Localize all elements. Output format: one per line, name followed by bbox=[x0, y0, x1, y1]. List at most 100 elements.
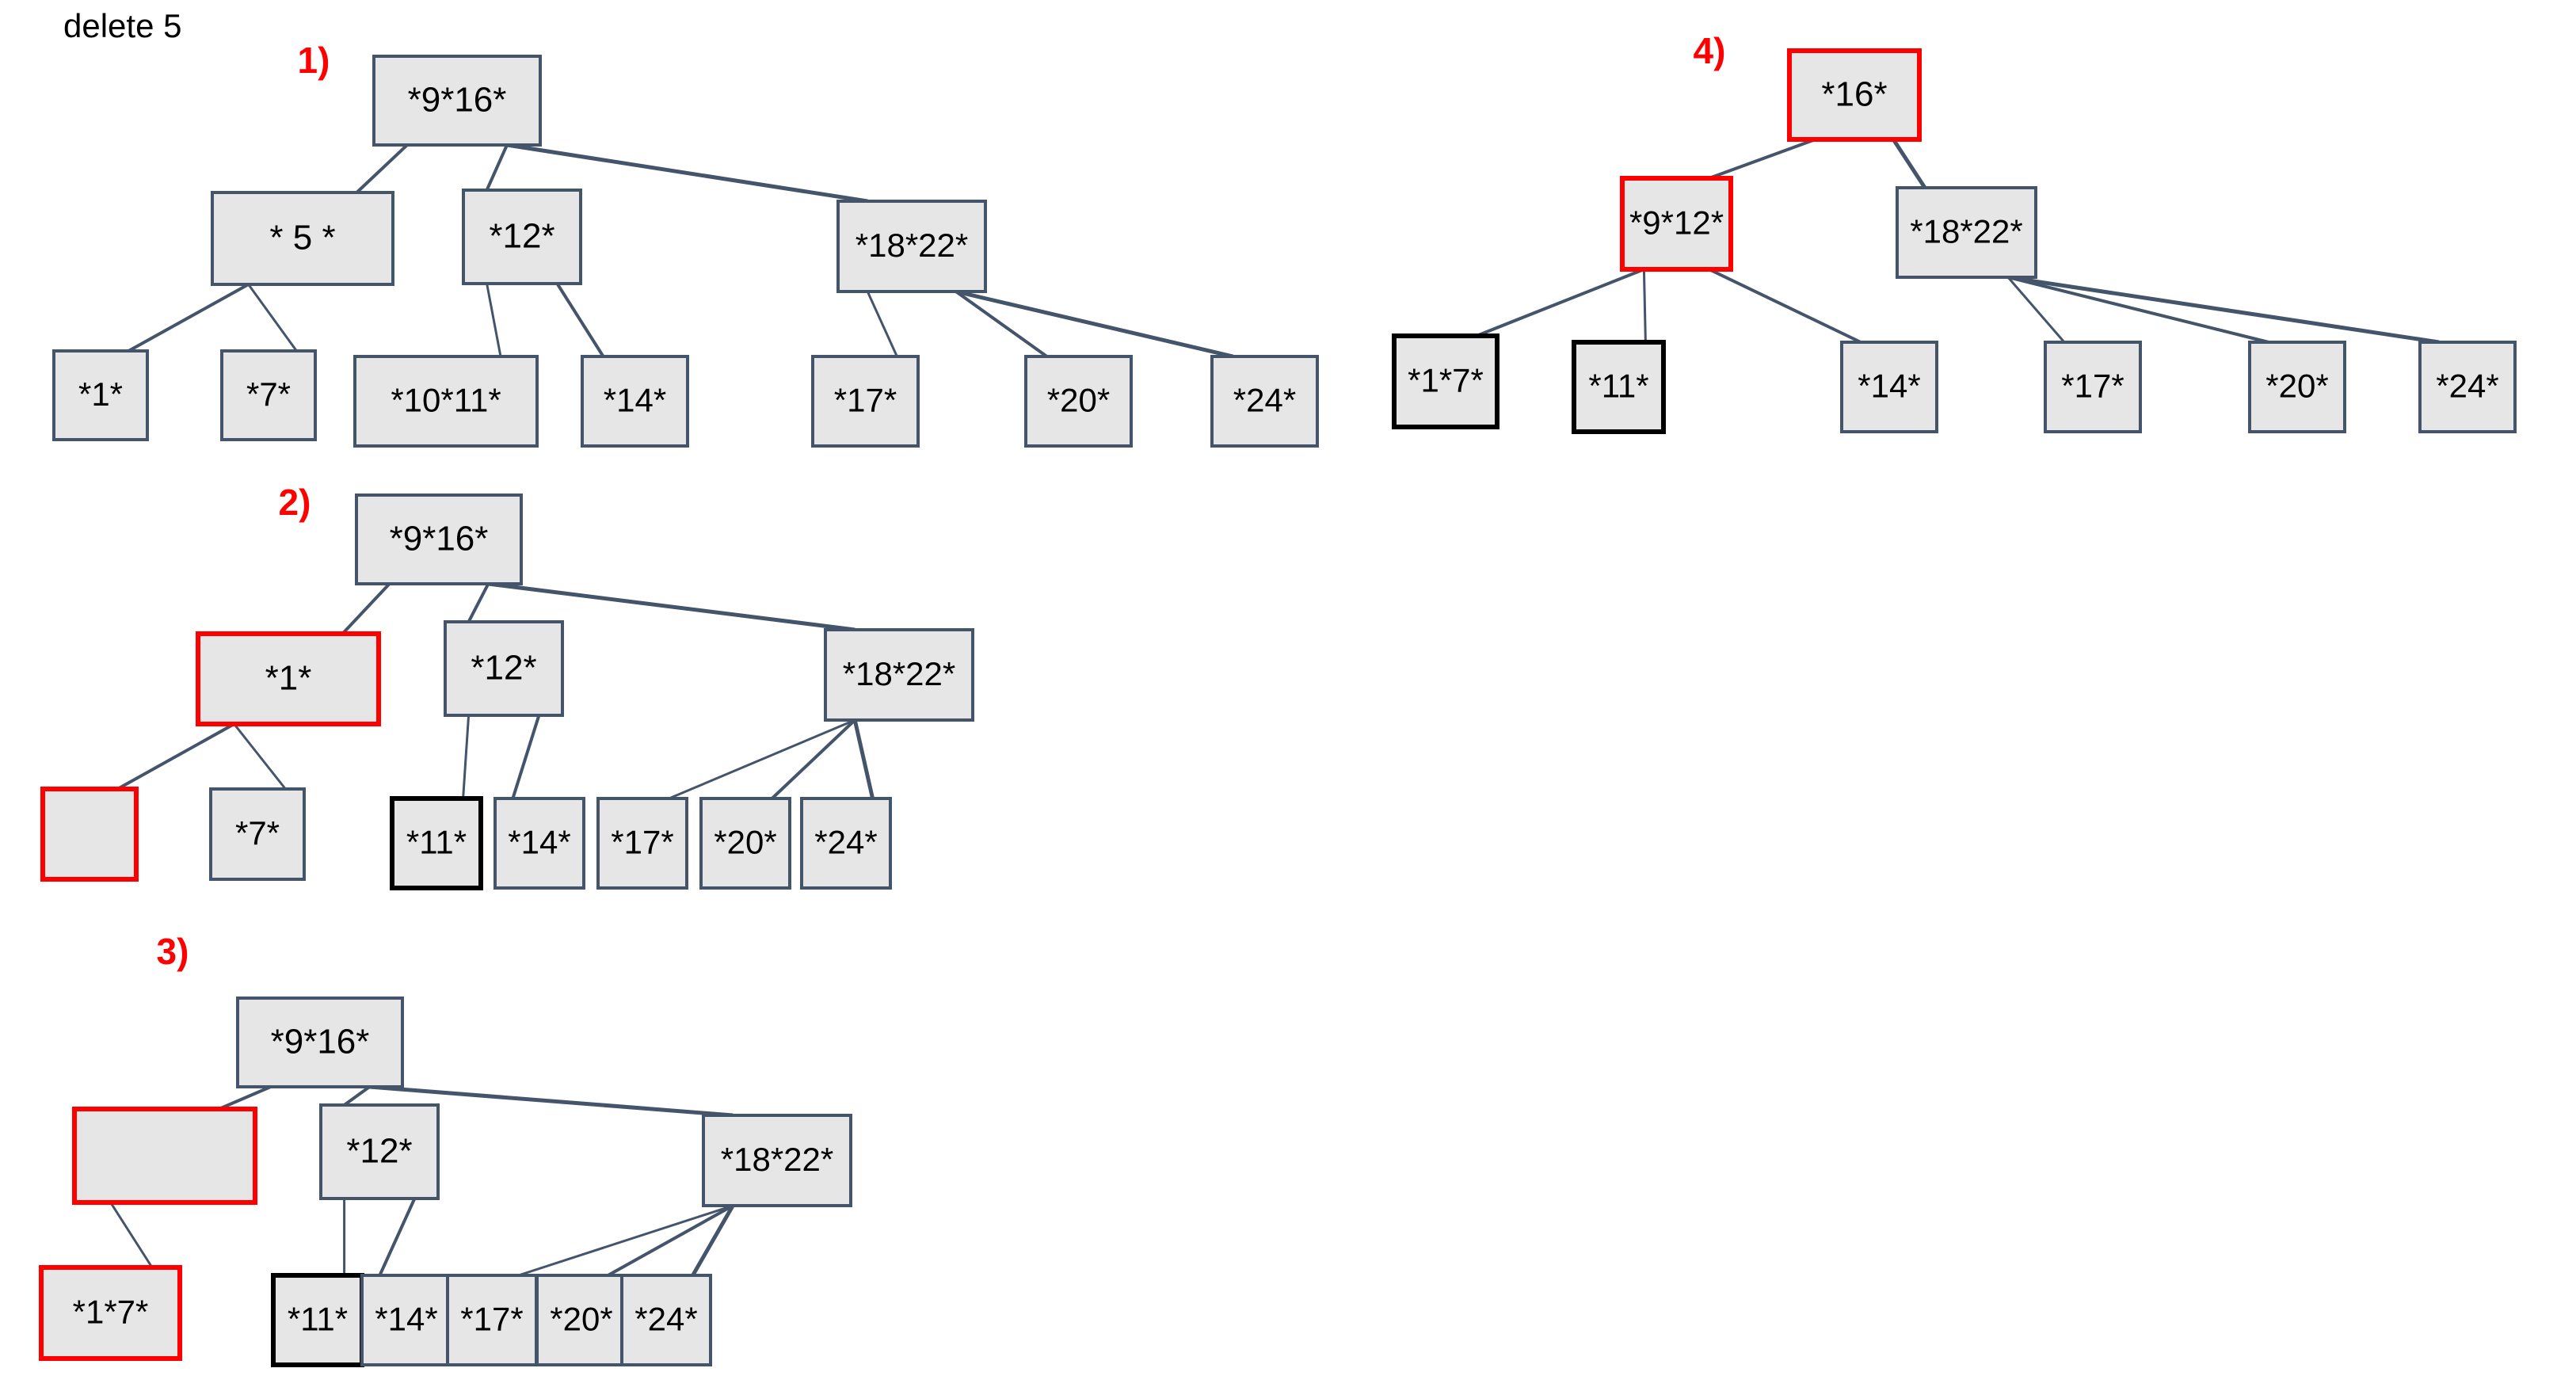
tree-edge bbox=[955, 290, 1048, 358]
node-box bbox=[236, 997, 404, 1088]
node-box bbox=[836, 200, 987, 293]
btree-node-child-12: *12* bbox=[462, 189, 582, 285]
node-box bbox=[444, 620, 564, 717]
node-box bbox=[52, 349, 149, 441]
btree-node-leaf-20: *20* bbox=[535, 1274, 627, 1366]
tree-edge bbox=[1642, 269, 1647, 343]
tree-edge bbox=[771, 718, 856, 800]
btree-node-child-18-22: *18*22* bbox=[702, 1114, 852, 1207]
tree-edge bbox=[511, 715, 541, 799]
btree-node-child-5: * 5 * bbox=[211, 191, 394, 286]
node-label: *11* bbox=[1588, 368, 1648, 405]
step-label-step-3: 3) bbox=[157, 931, 189, 972]
node-label: *1*7* bbox=[1408, 362, 1484, 399]
node-box bbox=[1392, 333, 1499, 429]
tree-edge bbox=[691, 1204, 735, 1277]
btree-node-leaf-24: *24* bbox=[2418, 341, 2517, 433]
btree-node-leaf-24: *24* bbox=[1210, 355, 1319, 448]
btree-node-leaf-11: *11* bbox=[390, 796, 483, 890]
node-label: *11* bbox=[288, 1301, 348, 1338]
btree-node-leaf-empty bbox=[40, 787, 139, 882]
tree-edge bbox=[1892, 138, 1927, 189]
btree-node-leaf-10-11: *10*11* bbox=[353, 355, 539, 448]
node-label: *14* bbox=[1858, 368, 1920, 405]
btree-node-leaf-20: *20* bbox=[699, 797, 791, 890]
node-label: *17* bbox=[460, 1301, 523, 1338]
node-box bbox=[1620, 176, 1733, 272]
tree-edge bbox=[669, 718, 855, 800]
btree-node-child-12: *12* bbox=[319, 1103, 440, 1200]
btree-node-child-18-22: *18*22* bbox=[836, 200, 987, 293]
tree-edge bbox=[488, 581, 855, 632]
node-box bbox=[39, 1265, 182, 1361]
nodes-layer: *9*16* * 5 * *12* *18*22* *1* *7* *10*11* *14* *… bbox=[39, 48, 2517, 1367]
node-box bbox=[800, 797, 892, 890]
tree-edge bbox=[518, 1204, 734, 1277]
edges-layer bbox=[109, 138, 2440, 1277]
node-label: *9*16* bbox=[408, 81, 507, 120]
node-label: *24* bbox=[1233, 382, 1296, 419]
tree-edge bbox=[955, 289, 1234, 359]
node-box bbox=[211, 191, 394, 286]
node-box bbox=[40, 787, 139, 882]
btree-node-child-1: *1* bbox=[196, 631, 381, 726]
btree-node-root: *9*16* bbox=[355, 494, 523, 585]
node-box bbox=[319, 1103, 440, 1200]
node-label: *17* bbox=[834, 382, 897, 419]
node-label: *12* bbox=[346, 1132, 412, 1171]
step-label-step-1: 1) bbox=[298, 40, 330, 81]
node-box bbox=[1572, 340, 1666, 434]
btree-node-child-9-12: *9*12* bbox=[1620, 176, 1733, 272]
tree-edge bbox=[109, 1202, 154, 1268]
node-box bbox=[2044, 341, 2142, 433]
node-label: *18*22* bbox=[1910, 213, 2022, 250]
node-box bbox=[353, 355, 539, 448]
tree-edge bbox=[485, 144, 509, 191]
node-label: *20* bbox=[714, 824, 776, 861]
node-box bbox=[1840, 341, 1938, 433]
tree-edge bbox=[1476, 268, 1645, 337]
tree-edge bbox=[486, 283, 502, 357]
tree-edge bbox=[2007, 275, 2440, 345]
node-label: *18*22* bbox=[843, 655, 955, 692]
node-box bbox=[535, 1274, 627, 1366]
tree-edge bbox=[506, 143, 868, 204]
tree-edge bbox=[218, 1085, 272, 1111]
btree-node-leaf-20: *20* bbox=[1024, 355, 1133, 448]
node-box bbox=[72, 1107, 257, 1205]
node-label: *1* bbox=[265, 659, 312, 698]
node-label: *24* bbox=[814, 824, 877, 861]
node-label: * 5 * bbox=[269, 219, 335, 257]
node-label: *12* bbox=[489, 217, 554, 256]
node-label: *10*11* bbox=[391, 382, 501, 419]
btree-node-leaf-14: *14* bbox=[581, 355, 689, 448]
node-label: *7* bbox=[246, 375, 291, 413]
tree-edge bbox=[1708, 268, 1862, 344]
tree-edge bbox=[467, 583, 490, 623]
tree-edge bbox=[2007, 276, 2269, 344]
node-box bbox=[462, 189, 582, 285]
tree-edge bbox=[343, 1085, 371, 1107]
btree-node-leaf-17: *17* bbox=[2044, 341, 2142, 433]
node-box bbox=[702, 1114, 852, 1207]
node-label: *24* bbox=[634, 1301, 697, 1338]
node-label: *14* bbox=[604, 382, 666, 419]
node-box bbox=[220, 349, 317, 441]
btree-node-leaf-1: *1* bbox=[52, 349, 149, 441]
node-box bbox=[824, 628, 974, 722]
node-box bbox=[1896, 186, 2037, 279]
tree-edge bbox=[233, 723, 287, 790]
node-label: *17* bbox=[611, 824, 673, 861]
tree-edge bbox=[852, 719, 875, 799]
step-label-step-2: 2) bbox=[279, 482, 311, 523]
btree-node-root: *9*16* bbox=[372, 55, 542, 147]
node-label: *16* bbox=[1821, 75, 1887, 114]
node-box bbox=[581, 355, 689, 448]
btree-node-child-empty bbox=[72, 1107, 257, 1205]
btree-node-root-16: *16* bbox=[1787, 48, 1922, 142]
tree-edge bbox=[128, 283, 250, 353]
btree-node-leaf-11: *11* bbox=[271, 1273, 364, 1367]
node-label: *20* bbox=[550, 1301, 612, 1338]
